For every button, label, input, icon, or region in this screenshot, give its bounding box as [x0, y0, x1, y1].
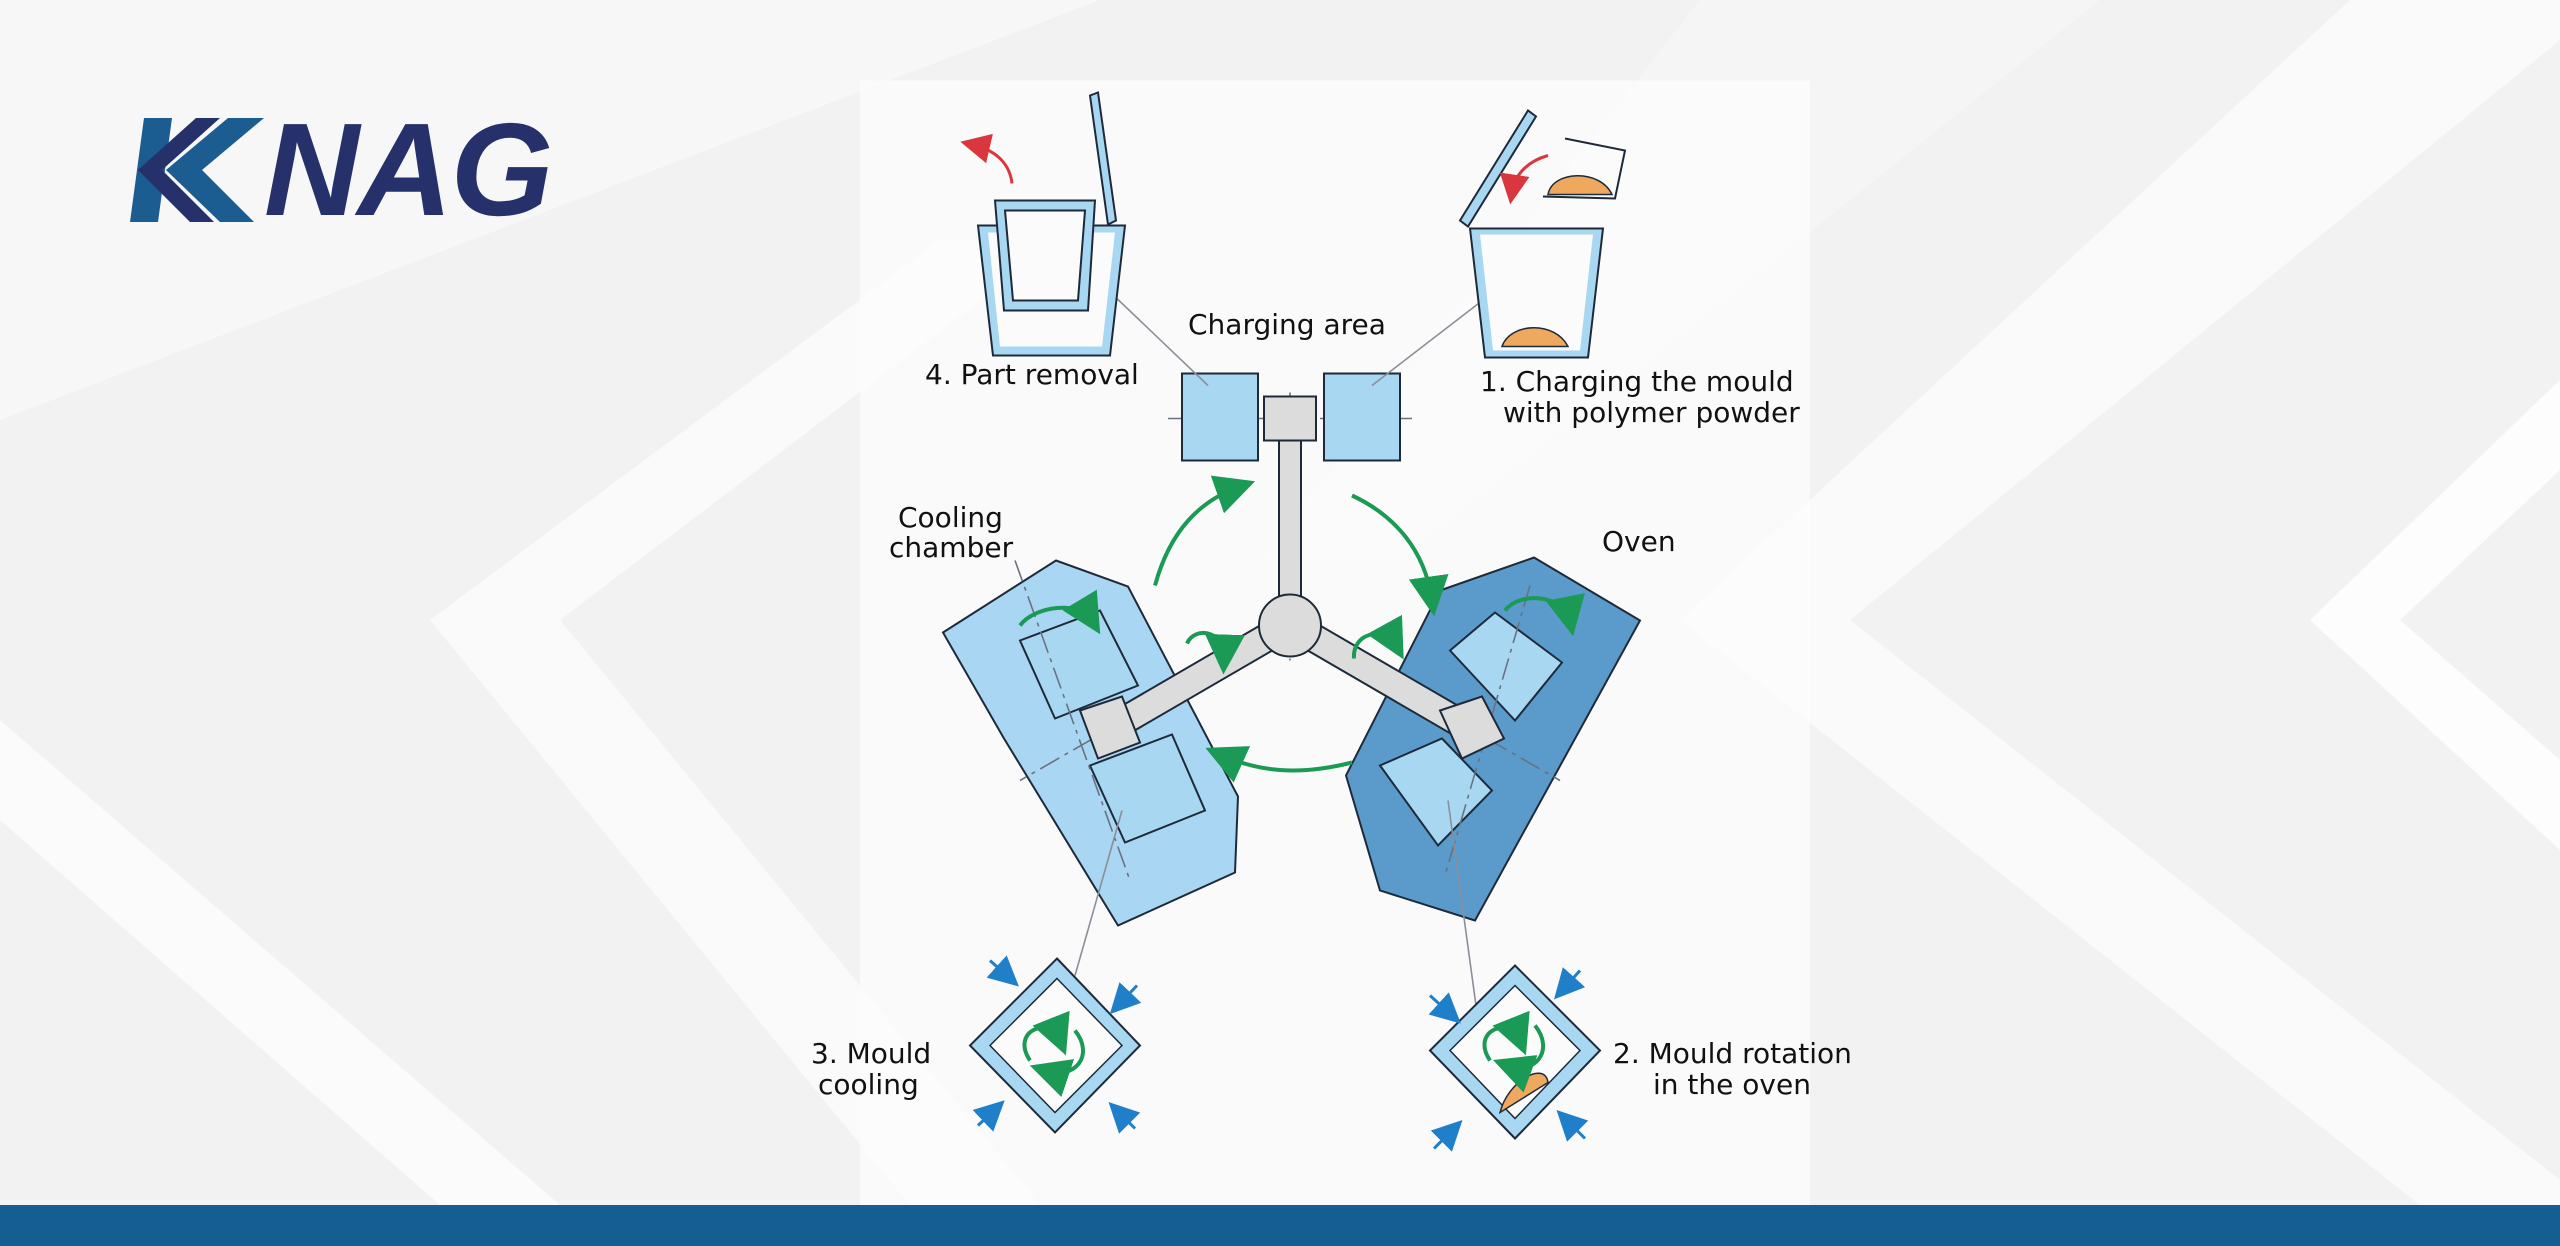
leader-lines: [1074, 279, 1486, 1006]
removal-arrow-icon: [960, 133, 1014, 184]
mould-rotation-detail: [1428, 964, 1602, 1152]
mould-cooling-label-line1: 3. Mould: [811, 1037, 932, 1070]
charging-arrow-icon: [1499, 154, 1549, 205]
knag-logo: NAG: [124, 104, 604, 236]
charging-area-moulds: [1181, 372, 1401, 462]
part-removal-mould: [960, 91, 1127, 357]
cooling-chamber-label-line2: chamber: [889, 531, 1014, 564]
logo-chevron-mark: [130, 118, 264, 222]
cooling-chamber-label-line1: Cooling: [898, 501, 1003, 534]
charging-mould: [1458, 109, 1627, 359]
mould-rotation-label-line1: 2. Mould rotation: [1613, 1037, 1852, 1070]
cooling-chamber: [941, 559, 1240, 927]
oven-label: Oven: [1602, 525, 1676, 558]
charging-step-label-line2: with polymer powder: [1503, 396, 1800, 429]
pressure-arrow-icon: [1428, 967, 1589, 1152]
footer-bar: [0, 1205, 2560, 1246]
charging-step-label-line1: 1. Charging the mould: [1480, 365, 1794, 398]
mould-rotation-label-line2: in the oven: [1653, 1068, 1811, 1101]
pressure-arrow-icon: [972, 955, 1142, 1134]
part-removal-label: 4. Part removal: [925, 358, 1139, 391]
charging-area-label: Charging area: [1188, 308, 1386, 341]
logo-text: NAG: [264, 96, 553, 243]
mould-cooling-detail: [968, 955, 1142, 1134]
mould-cooling-label-line2: cooling: [818, 1068, 919, 1101]
circular-arrow-icon: [1018, 475, 1585, 783]
